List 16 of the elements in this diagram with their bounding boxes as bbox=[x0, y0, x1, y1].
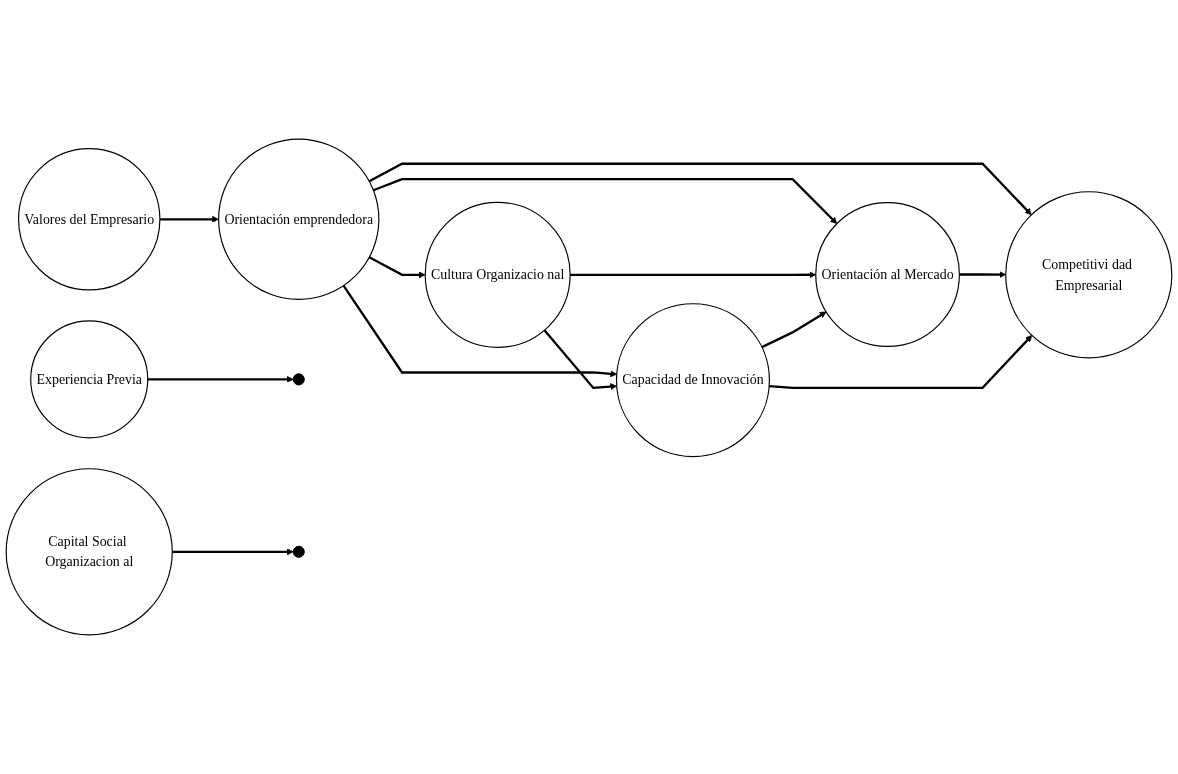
node-circle: Capital Social Organizacion al bbox=[5, 468, 173, 636]
node-circle: Orientación emprendedora bbox=[218, 138, 380, 300]
arrow bbox=[172, 548, 294, 556]
arrow bbox=[769, 335, 1033, 390]
arrow bbox=[159, 215, 219, 223]
node-circle: Valores del Empresario bbox=[18, 148, 161, 291]
arrow bbox=[368, 256, 426, 279]
node-circle: Capacidad de Innovación bbox=[615, 303, 770, 458]
node-circle: Experiencia Previa bbox=[30, 320, 149, 439]
node-circle: Competitivi dad Empresarial bbox=[1005, 191, 1173, 359]
arrow bbox=[147, 375, 294, 383]
arrow bbox=[761, 311, 827, 349]
arrow bbox=[368, 162, 1032, 216]
arrow bbox=[373, 178, 838, 224]
node-circle: Cultura Organizacio nal bbox=[424, 201, 571, 348]
node-circle: Orientación al Mercado bbox=[815, 202, 960, 347]
